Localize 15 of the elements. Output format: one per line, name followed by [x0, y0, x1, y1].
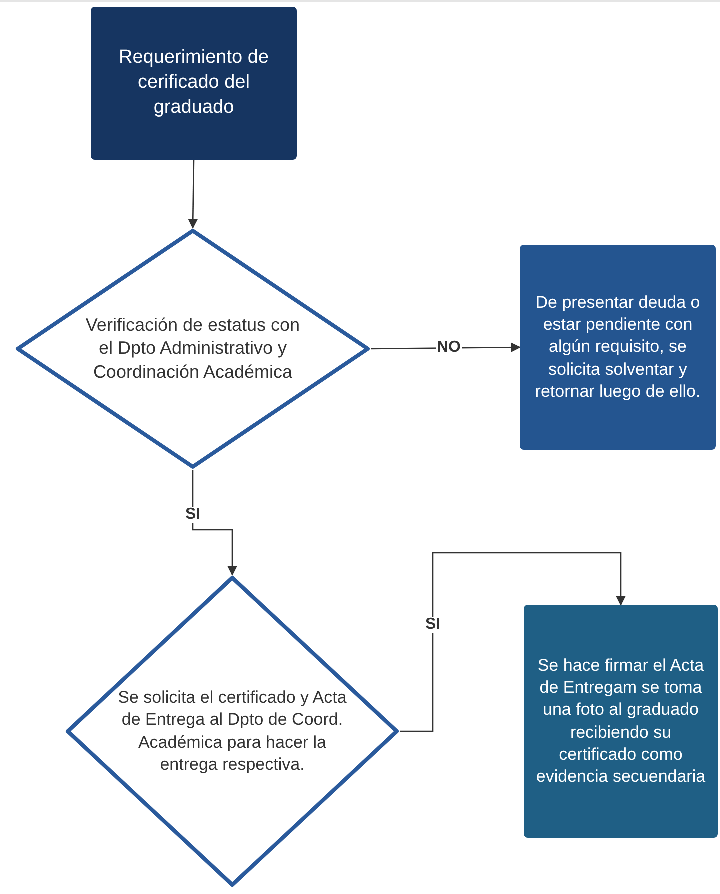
edge-label: SI	[184, 507, 202, 523]
decision-diamond	[65, 575, 400, 888]
node-text: De presentar deuda o estar pendiente con algún requisito, se solicita solventar y retornar luego de ello.	[534, 292, 702, 403]
arrow	[192, 470, 238, 576]
node-text: Requerimiento de cerificado del graduado	[118, 46, 270, 120]
node-text: Se hace firmar el Acta de Entregam se toma una foto al graduado recibiendo su certificado como evidencia secuendaria	[536, 655, 706, 788]
process-box	[520, 245, 716, 450]
process-box	[91, 7, 297, 160]
arrow	[188, 160, 198, 229]
node-text: Se solicita el certificado y Acta de Entrega al Dpto de Coord. Académica para hacer la entrega respectiva.	[117, 687, 348, 776]
decision-diamond	[15, 228, 371, 470]
edge-label: SI	[424, 617, 442, 633]
arrow	[400, 552, 626, 732]
process-box	[524, 605, 718, 838]
node-text: Verificación de estatus con el Dpto Administrativo y Coordinación Académica	[86, 314, 300, 384]
